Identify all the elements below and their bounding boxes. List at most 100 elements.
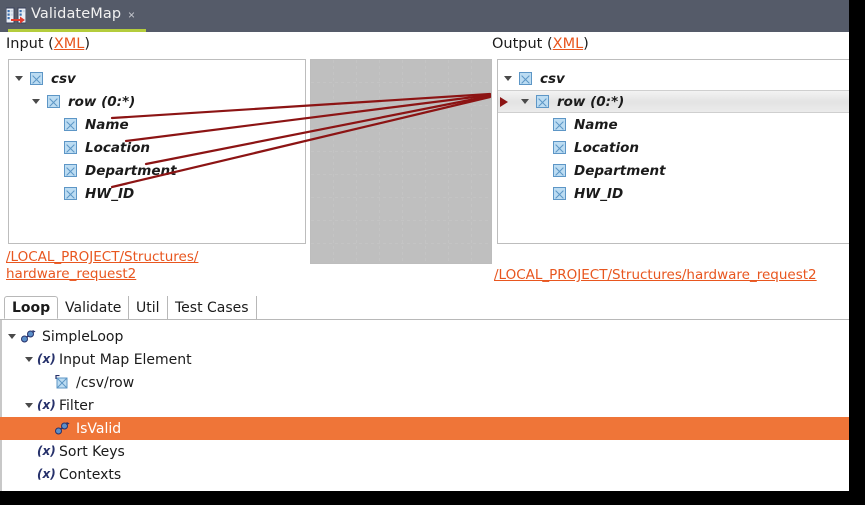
window-body: ValidateMap × Input (XML) Output (XML) c…: [0, 0, 849, 491]
tree-spacer: [49, 189, 58, 198]
tree-spacer: [42, 424, 51, 433]
loop-tree-row[interactable]: (x)Filter: [0, 394, 849, 417]
output-label-close: ): [583, 36, 589, 52]
tree-item-label: HW_ID: [574, 185, 624, 202]
variable-icon: (x): [37, 467, 56, 481]
tab-loop[interactable]: Loop: [4, 296, 59, 319]
tree-item-label: HW_ID: [85, 185, 135, 202]
grid-lines: [311, 60, 491, 263]
input-label-text: Input (: [6, 36, 54, 52]
tree-row[interactable]: Name: [9, 113, 305, 136]
tree-spacer: [25, 447, 34, 456]
tree-item-label: row (0:*): [68, 93, 136, 110]
tree-row[interactable]: HW_ID: [498, 182, 849, 205]
loop-tree-row[interactable]: (x)Input Map Element: [0, 348, 849, 371]
chevron-down-icon[interactable]: [8, 332, 17, 341]
chevron-down-icon[interactable]: [25, 355, 34, 364]
input-structure-path[interactable]: /LOCAL_PROJECT/Structures/ hardware_requ…: [6, 249, 296, 283]
close-icon[interactable]: ×: [128, 8, 136, 22]
loop-tree-row[interactable]: SimpleLoop: [0, 325, 849, 348]
chevron-down-icon[interactable]: [15, 74, 24, 83]
map-editor-icon: [5, 7, 27, 25]
tree-spacer: [538, 166, 547, 175]
loop-tree-item-label: SimpleLoop: [42, 328, 124, 345]
loop-tree-row[interactable]: IsValid: [0, 417, 849, 440]
xml-element-icon: [553, 164, 566, 177]
tree-item-label: row (0:*): [557, 93, 625, 110]
xml-element-icon: [64, 164, 77, 177]
chevron-down-icon[interactable]: [32, 97, 41, 106]
tree-spacer: [538, 120, 547, 129]
xml-element-icon: [64, 141, 77, 154]
xpath-icon: [54, 375, 70, 390]
loop-icon: [20, 329, 36, 344]
xml-element-icon: [64, 118, 77, 131]
xml-element-icon: [553, 187, 566, 200]
tree-spacer: [49, 120, 58, 129]
tree-row[interactable]: Department: [498, 159, 849, 182]
tree-item-label: Name: [574, 116, 618, 133]
tree-spacer: [49, 143, 58, 152]
tree-row[interactable]: row (0:*): [9, 90, 305, 113]
tree-item-label: Department: [85, 162, 177, 179]
input-xml-link[interactable]: XML: [53, 36, 85, 52]
loop-tree-row[interactable]: /csv/row: [0, 371, 849, 394]
chevron-down-icon[interactable]: [25, 401, 34, 410]
input-section-label: Input (XML): [6, 36, 90, 52]
tree-left-rail: [0, 320, 2, 491]
tree-row[interactable]: csv: [498, 67, 849, 90]
loop-tree-item-label: Filter: [59, 397, 94, 414]
xml-element-icon: [553, 118, 566, 131]
variable-icon: (x): [37, 352, 56, 366]
output-xml-link[interactable]: XML: [552, 36, 584, 52]
panel-header-row: Input (XML) Output (XML): [0, 32, 849, 60]
tree-spacer: [538, 189, 547, 198]
tab-validate[interactable]: Validate: [58, 296, 130, 319]
xml-element-icon: [30, 72, 43, 85]
xml-element-icon: [536, 95, 549, 108]
tree-row[interactable]: Department: [9, 159, 305, 182]
tree-item-label: csv: [51, 70, 76, 87]
variable-icon: (x): [37, 444, 56, 458]
output-label-text: Output (: [492, 36, 553, 52]
loop-tree-row[interactable]: (x)Contexts: [0, 463, 849, 486]
tab-test-cases[interactable]: Test Cases: [168, 296, 257, 319]
tree-row[interactable]: Name: [498, 113, 849, 136]
input-path-line-2: hardware_request2: [6, 266, 137, 282]
tree-spacer: [538, 143, 547, 152]
tree-item-label: Department: [574, 162, 666, 179]
tree-item-label: Name: [85, 116, 129, 133]
tree-spacer: [42, 378, 51, 387]
mapping-target-arrow-icon: [500, 97, 508, 107]
tree-item-label: Location: [574, 139, 639, 156]
chevron-down-icon[interactable]: [521, 97, 530, 106]
editor-tab-label: ValidateMap: [31, 6, 122, 22]
output-structure-path[interactable]: /LOCAL_PROJECT/Structures/hardware_reque…: [494, 267, 817, 283]
tab-util[interactable]: Util: [129, 296, 168, 319]
tree-row[interactable]: Location: [498, 136, 849, 159]
xml-element-icon: [553, 141, 566, 154]
loop-tree-row[interactable]: (x)Sort Keys: [0, 440, 849, 463]
xml-element-icon: [64, 187, 77, 200]
input-label-close: ): [84, 36, 91, 52]
loop-icon: [54, 421, 70, 436]
loop-tree-item-label: IsValid: [76, 420, 122, 437]
xml-element-icon: [519, 72, 532, 85]
tree-row[interactable]: HW_ID: [9, 182, 305, 205]
mapping-grid-canvas[interactable]: [310, 59, 492, 264]
chevron-down-icon[interactable]: [504, 74, 513, 83]
tree-row[interactable]: row (0:*): [498, 90, 849, 113]
active-tab-indicator: [8, 29, 146, 32]
loop-tree-item-label: Sort Keys: [59, 443, 125, 460]
tree-spacer: [25, 470, 34, 479]
loop-tree-item-label: Input Map Element: [59, 351, 192, 368]
loop-tree-item-label: Contexts: [59, 466, 122, 483]
tree-row[interactable]: Location: [9, 136, 305, 159]
loop-detail-tree[interactable]: SimpleLoop(x)Input Map Element/csv/row(x…: [0, 320, 849, 491]
tree-row[interactable]: csv: [9, 67, 305, 90]
input-path-line-1: /LOCAL_PROJECT/Structures/: [6, 249, 199, 265]
loop-tree-item-label: /csv/row: [76, 374, 135, 391]
